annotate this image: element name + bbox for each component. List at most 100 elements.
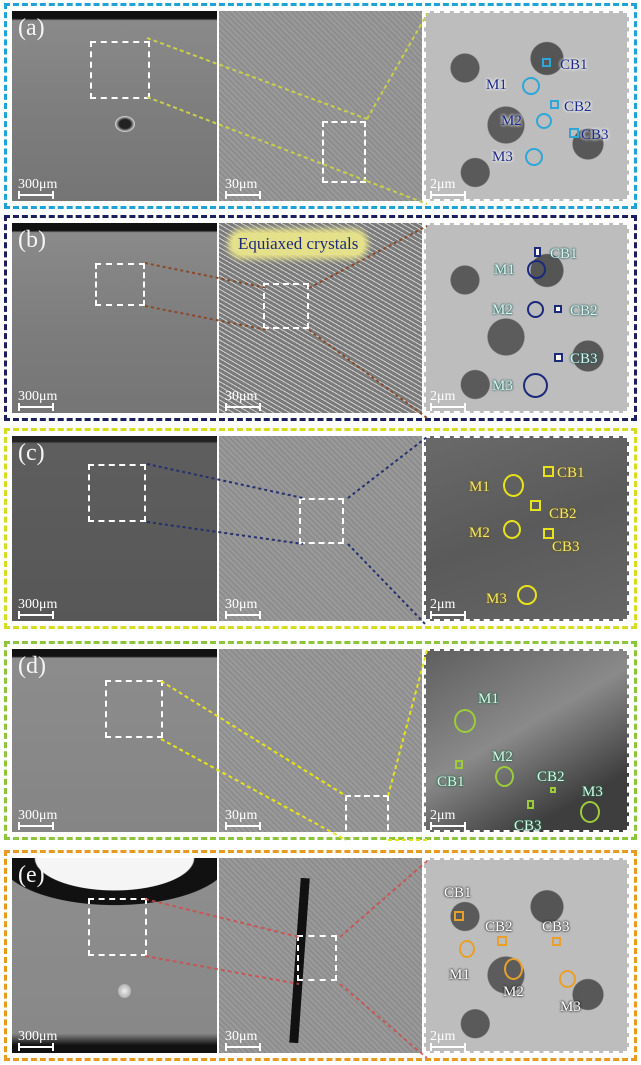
- panel-c-mid: 30μm: [219, 436, 422, 621]
- label-cb1: CB1: [560, 57, 588, 73]
- scale-bar: 2μm: [430, 597, 466, 619]
- marker-m3: [559, 970, 576, 988]
- marker-cb3: [543, 528, 554, 539]
- scale-bar: 30μm: [225, 389, 261, 411]
- label-cb1: CB1: [437, 774, 465, 790]
- label-cb3: CB3: [542, 919, 570, 935]
- marker-m3: [525, 148, 543, 166]
- label-cb3: CB3: [581, 127, 609, 143]
- scale-bar: 300μm: [18, 597, 58, 619]
- panel-e-detail: CB1 CB2 CB3 M1 M2 M3 2μm: [424, 858, 629, 1053]
- marker-cb3: [569, 128, 579, 138]
- panel-a-overview: (a) 300μm: [12, 11, 217, 201]
- scale-bar: 30μm: [225, 597, 261, 619]
- pore: [118, 984, 131, 998]
- label-m1: M1: [478, 691, 499, 707]
- marker-cb3: [554, 353, 563, 362]
- scale-label: 300μm: [18, 389, 58, 404]
- selection-box: [95, 263, 145, 306]
- marker-m2: [527, 301, 544, 318]
- panel-a-mid: 30μm: [219, 11, 422, 201]
- label-m1: M1: [469, 479, 490, 495]
- label-m2: M2: [503, 984, 524, 1000]
- marker-cb3: [527, 800, 534, 809]
- selection-box: [263, 283, 309, 329]
- scale-label: 300μm: [18, 177, 58, 192]
- scale-bar: 300μm: [18, 1029, 58, 1051]
- marker-cb1: [534, 247, 541, 257]
- marker-cb2: [550, 787, 556, 793]
- label-m3: M3: [582, 784, 603, 800]
- label-m2: M2: [492, 302, 513, 318]
- scale-label: 2μm: [430, 389, 456, 404]
- pore: [115, 116, 135, 132]
- marker-m3: [580, 801, 600, 823]
- equiaxed-crystals-label: Equiaxed crystals: [232, 233, 365, 255]
- scale-bar: 2μm: [430, 389, 466, 411]
- scale-bar: 300μm: [18, 389, 58, 411]
- scale-bar: 2μm: [430, 809, 466, 830]
- panel-c-detail: CB1 M1 CB2 M2 CB3 M3 2μm: [424, 436, 629, 621]
- marker-m1: [527, 260, 546, 279]
- label-cb1: CB1: [557, 465, 585, 481]
- marker-m3: [523, 373, 548, 398]
- marker-m3: [517, 585, 537, 605]
- label-m3: M3: [560, 999, 581, 1015]
- panel-letter: (c): [18, 440, 45, 466]
- marker-cb3: [552, 937, 561, 946]
- marker-m2: [504, 958, 523, 980]
- marker-m1: [454, 709, 476, 733]
- label-m3: M3: [492, 378, 513, 394]
- selection-box: [345, 795, 389, 832]
- scale-label: 30μm: [225, 389, 258, 404]
- label-m2: M2: [469, 525, 490, 541]
- selection-box: [105, 680, 163, 738]
- row-a: (a) 300μm 30μm CB1 M1 CB2 M2 CB3 M3 2μm: [4, 3, 637, 209]
- panel-d-detail: M1 CB1 M2 CB2 M3 CB3 2μm: [424, 649, 629, 832]
- selection-box: [90, 41, 150, 99]
- label-cb3: CB3: [552, 539, 580, 555]
- label-m3: M3: [486, 591, 507, 607]
- detail-frame: [424, 11, 629, 201]
- scale-label: 300μm: [18, 1029, 58, 1044]
- label-cb2: CB2: [485, 919, 513, 935]
- panel-letter: (e): [18, 862, 45, 888]
- row-c: (c) 300μm 30μm CB1 M1 CB2 M2 CB3 M3 2μm: [4, 428, 637, 629]
- scale-bar: 2μm: [430, 178, 466, 199]
- marker-m2: [503, 520, 521, 539]
- marker-cb1: [543, 466, 554, 477]
- label-cb2: CB2: [570, 303, 598, 319]
- selection-box: [88, 464, 146, 522]
- marker-m1: [459, 940, 475, 958]
- selection-box: [322, 121, 366, 183]
- panel-a-detail: CB1 M1 CB2 M2 CB3 M3 2μm: [424, 11, 629, 201]
- selection-box: [297, 935, 337, 981]
- marker-m2: [495, 766, 514, 787]
- marker-cb2: [530, 500, 541, 511]
- panel-d-overview: (d) 300μm: [12, 649, 217, 832]
- label-cb1: CB1: [550, 246, 578, 262]
- panel-e-mid: 30μm: [219, 858, 422, 1053]
- label-m1: M1: [494, 262, 515, 278]
- selection-box: [88, 898, 147, 956]
- marker-m1: [522, 77, 540, 95]
- scale-label: 30μm: [225, 808, 258, 823]
- scale-label: 300μm: [18, 597, 58, 612]
- label-m2: M2: [501, 113, 522, 129]
- scale-label: 2μm: [430, 1029, 456, 1044]
- label-cb2: CB2: [549, 506, 577, 522]
- label-cb2: CB2: [537, 769, 565, 785]
- marker-m2: [536, 113, 552, 129]
- scale-label: 2μm: [430, 597, 456, 612]
- scale-bar: 2μm: [430, 1029, 466, 1051]
- panel-e-overview: (e) 300μm: [12, 858, 217, 1053]
- scale-bar: 300μm: [18, 809, 57, 830]
- label-m2: M2: [492, 749, 513, 765]
- panel-d-mid: 30μm: [219, 649, 422, 832]
- marker-cb1: [455, 760, 463, 769]
- scale-bar: 30μm: [225, 177, 261, 199]
- scale-label: 30μm: [225, 1029, 258, 1044]
- scale-label: 30μm: [225, 597, 258, 612]
- selection-box: [299, 498, 344, 544]
- scale-label: 30μm: [225, 177, 258, 192]
